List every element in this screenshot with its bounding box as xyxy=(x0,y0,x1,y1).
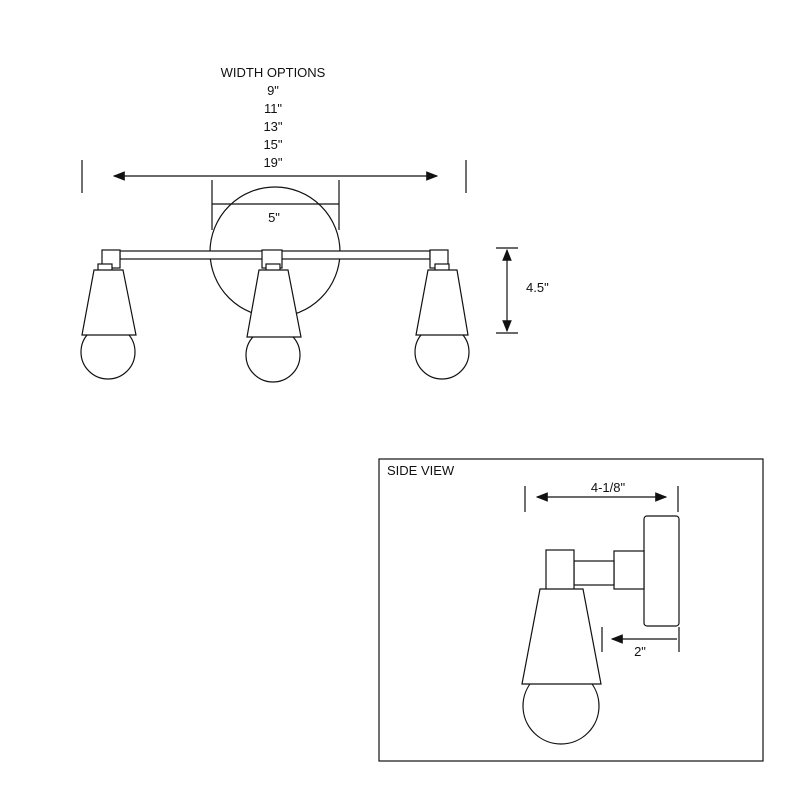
width-options-title: WIDTH OPTIONS xyxy=(221,65,326,80)
side-backplate xyxy=(643,515,680,627)
width-option: 15" xyxy=(263,137,282,152)
shade xyxy=(81,269,137,336)
width-option: 9" xyxy=(267,83,279,98)
lamp-left xyxy=(80,249,137,380)
backplate-diameter-dimension: 5" xyxy=(211,180,340,230)
side-arm xyxy=(573,560,615,586)
shade xyxy=(415,269,469,336)
height-label: 4.5" xyxy=(526,280,549,295)
width-option: 11" xyxy=(264,101,282,116)
side-mount-block xyxy=(613,550,645,590)
backplate-depth-label: 2" xyxy=(634,644,646,659)
depth-dimension: 4-1/8" xyxy=(524,480,679,512)
side-view-title: SIDE VIEW xyxy=(387,463,455,478)
width-option: 13" xyxy=(263,119,282,134)
backplate-diameter-label: 5" xyxy=(268,210,280,225)
shade xyxy=(246,269,302,338)
side-knuckle xyxy=(545,549,575,591)
side-shade xyxy=(521,588,602,685)
height-dimension: 4.5" xyxy=(496,247,549,334)
side-view: SIDE VIEW 4-1/8" 2" xyxy=(378,458,764,762)
lamp-right xyxy=(414,249,470,380)
overall-width-dimension xyxy=(81,160,467,193)
depth-label: 4-1/8" xyxy=(591,480,626,495)
lamp-center xyxy=(245,249,302,383)
front-view: WIDTH OPTIONS 9" 11" 13" 15" 19" 5" xyxy=(80,65,549,383)
width-option: 19" xyxy=(263,155,282,170)
side-view-frame xyxy=(378,458,764,762)
backplate-depth-dimension: 2" xyxy=(601,627,680,659)
